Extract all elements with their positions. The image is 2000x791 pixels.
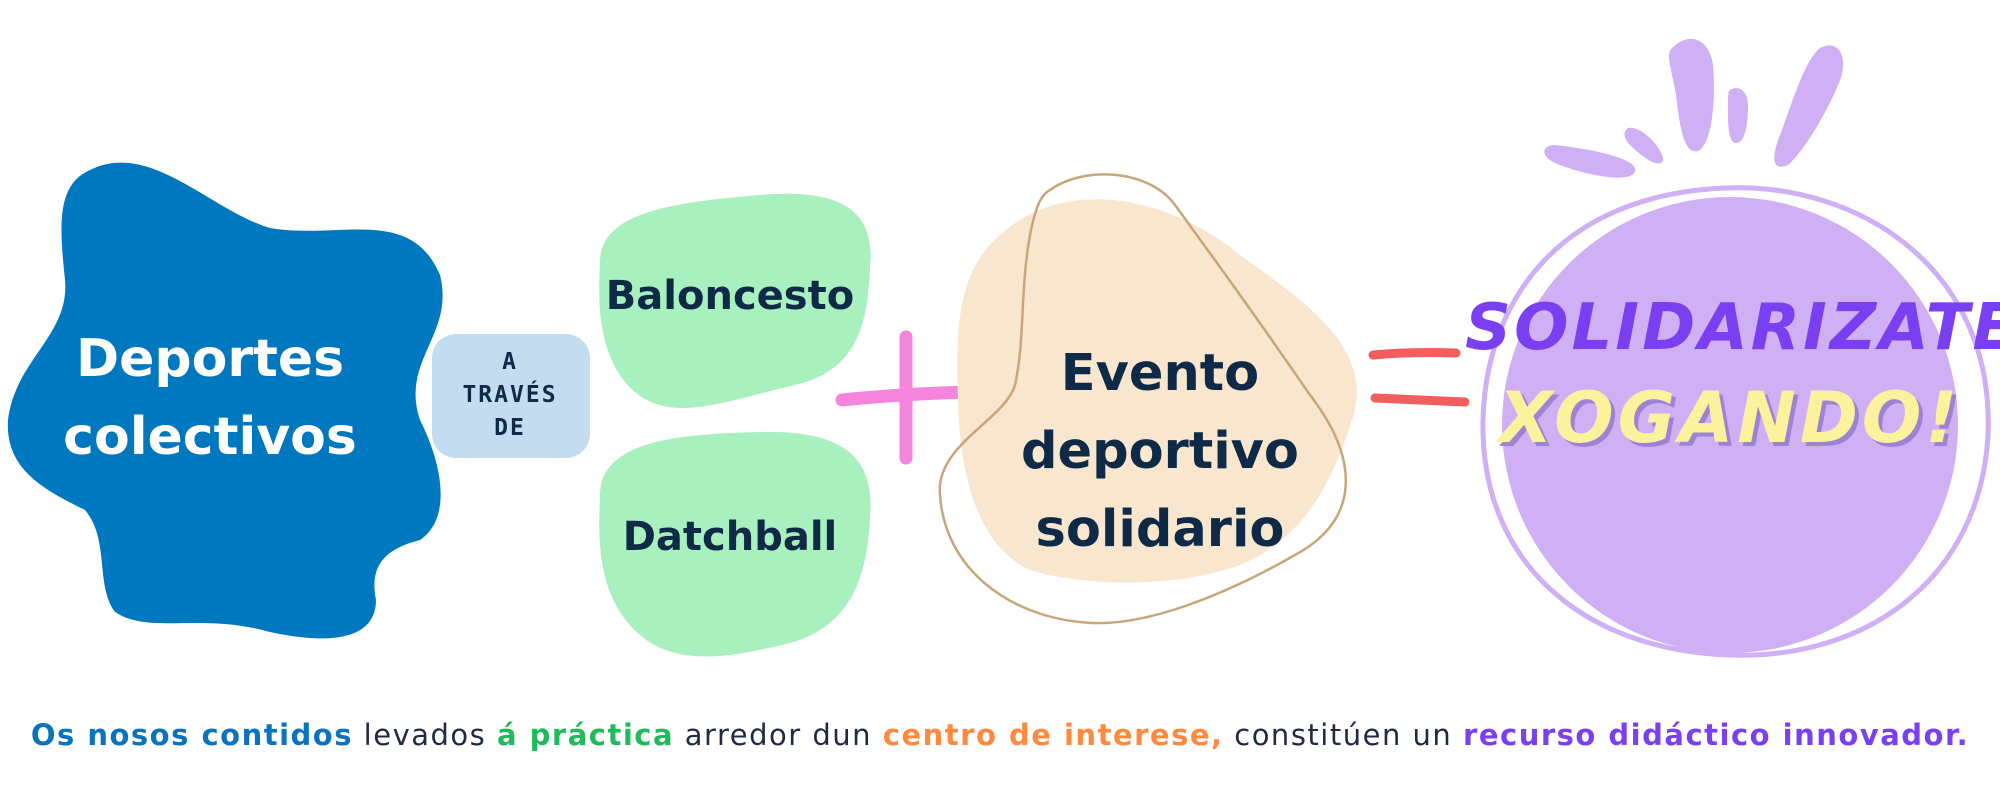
traves-line-2: TRAVÉS [462,382,558,408]
equals-sign [1368,347,1470,407]
evento-deportivo-label: Evento deportivo solidario [915,335,1405,569]
traves-line-1: A [502,349,518,375]
datchball-blob [599,431,871,657]
footer-levados: levados [352,718,497,752]
burst-rays [1544,38,1844,178]
evento-blob [957,199,1357,583]
footer-arredor: arredor dun [674,718,883,752]
baloncesto-blob [599,193,871,408]
traves-box [432,334,590,458]
footer-recurso: recurso didáctico innovador. [1463,718,1970,752]
datchball-label: Datchball [622,514,838,560]
xogando-label: XOGANDO! [1498,377,1962,459]
footer-contidos: Os nosos contidos [30,718,353,752]
footer-centro-interese: centro de interese, [882,718,1224,752]
solidarizate-circle-outline [1480,185,1991,658]
footer-practica: á práctica [497,718,675,752]
evento-line-1: Evento deportivo [1021,344,1299,481]
deportes-blob [7,162,443,639]
footer-constituen: constitúen un [1223,718,1464,752]
solidarizate-circle [1502,197,1958,653]
solidarizate-label: SOLIDARIZATE [1465,291,2000,365]
deportes-colectivos-label: Deportes colectivos [30,320,390,476]
evento-line-2: solidario [1035,500,1285,559]
traves-line-3: DE [494,415,526,441]
evento-outline [938,173,1348,625]
a-traves-de-label: A TRAVÉS DE [430,346,590,445]
deportes-line-2: colectivos [63,407,357,467]
footer-sentence: Os nosos contidos levados á práctica arr… [0,718,2000,752]
baloncesto-label: Baloncesto [605,273,855,319]
deportes-line-1: Deportes [75,329,345,389]
